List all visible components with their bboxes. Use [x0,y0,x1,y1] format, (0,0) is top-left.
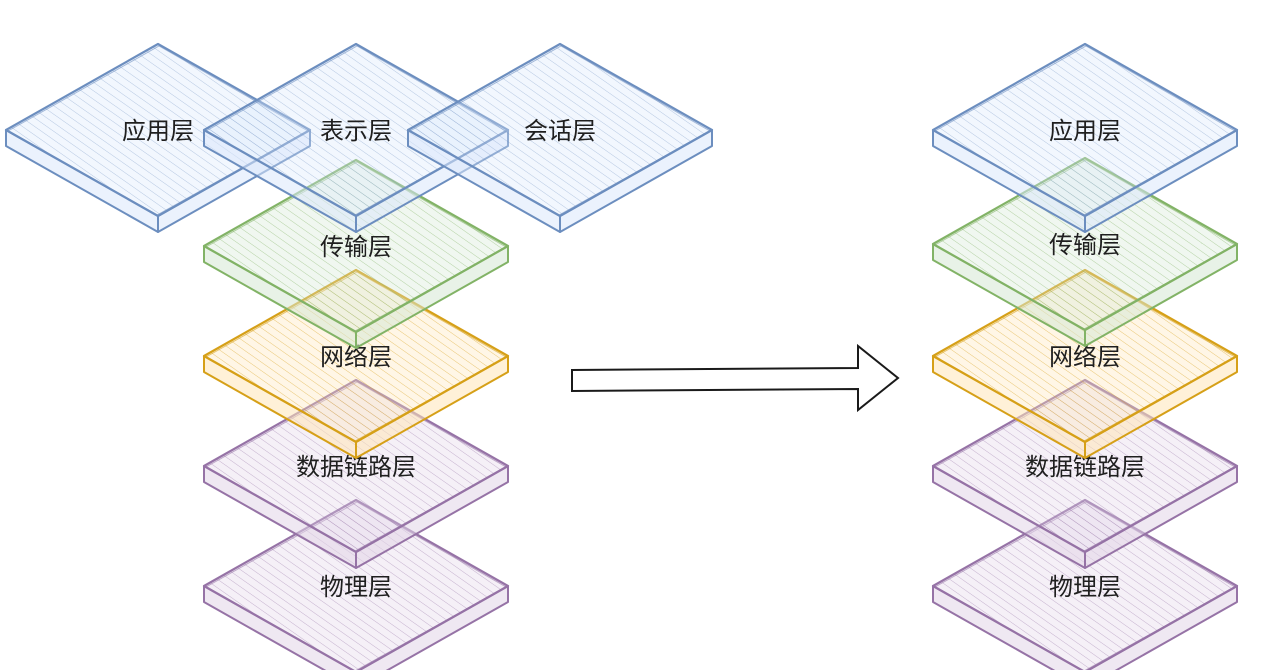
slab-sketch-outline [933,45,1237,216]
layer-label-application: 应用层 [122,117,194,145]
layer-label-session: 会话层 [524,117,596,145]
layer-label-physical: 物理层 [1049,573,1121,601]
layer-label-transport: 传输层 [1049,231,1121,259]
layer-slab-session: 会话层 [406,42,714,233]
layer-slab-physical: 物理层 [931,498,1239,670]
layer-label-network: 网络层 [1049,343,1121,371]
layer-slab-datalink: 数据链路层 [931,378,1239,569]
layer-slab-datalink: 数据链路层 [202,378,510,569]
layer-slab-network: 网络层 [931,268,1239,459]
layer-slab-application: 应用层 [931,42,1239,233]
layer-label-transport: 传输层 [320,233,392,261]
layer-slab-transport: 传输层 [202,158,510,349]
transition-arrow [571,343,900,413]
layer-label-application: 应用层 [1049,117,1121,145]
layer-slab-presentation: 表示层 [202,42,510,233]
layer-slab-physical: 物理层 [202,498,510,670]
layer-slab-network: 网络层 [202,268,510,459]
layer-slab-application: 应用层 [4,42,312,233]
right-arrow-icon [571,343,900,413]
right-stack: 物理层 数据链路层 网络层 传输层 应用层 [931,42,1239,670]
layer-label-physical: 物理层 [320,573,392,601]
layer-label-presentation: 表示层 [320,117,392,145]
slab-sketch-outline [408,45,712,216]
